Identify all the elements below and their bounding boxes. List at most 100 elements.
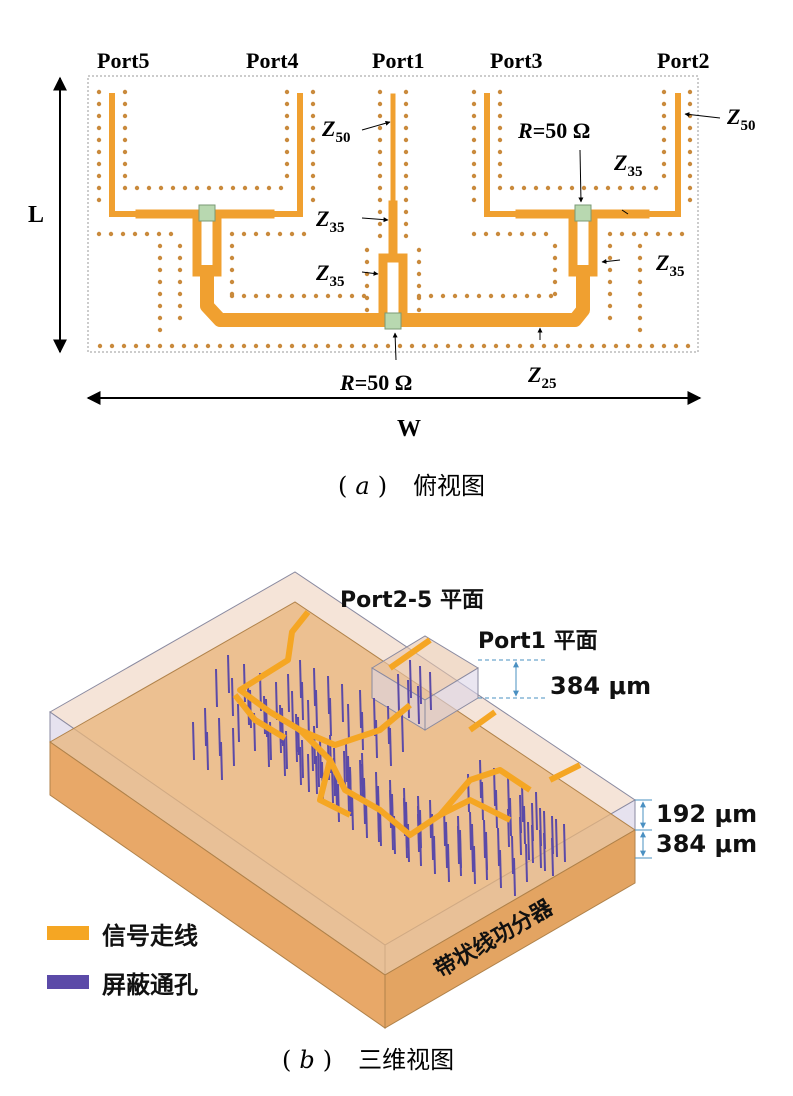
- via-dot: [607, 279, 613, 285]
- via-dot: [96, 197, 102, 203]
- via-dot: [169, 343, 175, 349]
- via-dot: [349, 343, 355, 349]
- via-dot: [146, 185, 152, 191]
- via-dot: [428, 293, 434, 299]
- via-dot: [284, 161, 290, 167]
- shield-via: [347, 755, 350, 795]
- via-dot: [181, 343, 187, 349]
- via-dot: [553, 343, 559, 349]
- via-dot: [637, 343, 643, 349]
- via-dot: [229, 255, 235, 261]
- via-dot: [505, 343, 511, 349]
- via-dot: [605, 185, 611, 191]
- via-dot: [607, 231, 613, 237]
- via-dot: [109, 343, 115, 349]
- via-dot: [631, 231, 637, 237]
- signal-traces-3d: [232, 610, 582, 838]
- via-dot: [403, 149, 409, 155]
- legend-label-via: 屏蔽通孔: [102, 971, 198, 999]
- via-dot: [97, 343, 103, 349]
- via-dot: [531, 231, 537, 237]
- via-dot: [266, 185, 272, 191]
- shield-via: [429, 671, 432, 711]
- via-dot: [607, 267, 613, 273]
- caption-a: (a)俯视图: [338, 472, 485, 500]
- via-dot: [452, 293, 458, 299]
- port3-label: Port3: [490, 48, 543, 73]
- via-dot: [687, 161, 693, 167]
- via-dot: [471, 113, 477, 119]
- via-dot: [637, 327, 643, 333]
- dimension-lines-3d: [478, 659, 652, 859]
- via-dot: [289, 293, 295, 299]
- via-dot: [687, 185, 693, 191]
- via-dot: [265, 343, 271, 349]
- trace-port5: [109, 93, 143, 217]
- via-dot: [541, 343, 547, 349]
- shield-via: [379, 807, 382, 847]
- via-dot: [464, 293, 470, 299]
- via-dot: [157, 315, 163, 321]
- via-dot: [416, 293, 422, 299]
- via-dot: [96, 231, 102, 237]
- via-dot: [96, 89, 102, 95]
- via-dot: [471, 231, 477, 237]
- view-3d: Port2-5 平面 Port1 平面 384 μm 192 μm 384 μm…: [47, 571, 757, 1074]
- via-dot: [536, 293, 542, 299]
- via-dot: [301, 293, 307, 299]
- via-dot: [177, 315, 183, 321]
- via-dot: [241, 231, 247, 237]
- via-dot: [364, 259, 370, 265]
- via-dot: [471, 101, 477, 107]
- via-dot: [301, 231, 307, 237]
- via-dot: [177, 291, 183, 297]
- via-dot: [96, 149, 102, 155]
- shield-via: [433, 835, 436, 875]
- via-dot: [229, 279, 235, 285]
- via-dot: [253, 293, 259, 299]
- via-dot: [471, 173, 477, 179]
- via-dot: [157, 243, 163, 249]
- via-dot: [565, 343, 571, 349]
- z50-right-label: Z50: [726, 104, 755, 134]
- shield-via: [563, 823, 566, 863]
- shield-via: [375, 771, 378, 811]
- via-dot: [377, 233, 383, 239]
- trace-left-split: [192, 209, 222, 277]
- via-dot: [661, 125, 667, 131]
- via-dot: [377, 173, 383, 179]
- shield-via: [315, 755, 318, 795]
- via-dot: [157, 279, 163, 285]
- shield-via: [351, 791, 354, 831]
- via-dot: [241, 343, 247, 349]
- shield-via: [481, 781, 484, 821]
- via-dot: [364, 283, 370, 289]
- resistor-right: [574, 204, 592, 222]
- shield-via: [397, 673, 400, 713]
- shield-via: [471, 833, 474, 873]
- via-dot: [206, 185, 212, 191]
- via-dot: [364, 295, 370, 301]
- via-dot: [661, 101, 667, 107]
- via-dots: [96, 89, 693, 349]
- port5-label: Port5: [97, 48, 150, 73]
- via-dot: [122, 89, 128, 95]
- via-dot: [637, 267, 643, 273]
- via-dot: [637, 291, 643, 297]
- via-dot: [543, 231, 549, 237]
- via-dot: [552, 291, 558, 297]
- via-dot: [284, 137, 290, 143]
- via-dot: [403, 221, 409, 227]
- shield-via: [431, 821, 434, 861]
- via-dot: [96, 101, 102, 107]
- via-dot: [471, 161, 477, 167]
- via-dot: [519, 231, 525, 237]
- via-dot: [613, 343, 619, 349]
- shield-via: [389, 727, 392, 767]
- via-dot: [529, 343, 535, 349]
- via-dot: [122, 185, 128, 191]
- via-dot: [229, 267, 235, 273]
- via-dot: [607, 243, 613, 249]
- via-dot: [157, 255, 163, 261]
- via-dot: [144, 231, 150, 237]
